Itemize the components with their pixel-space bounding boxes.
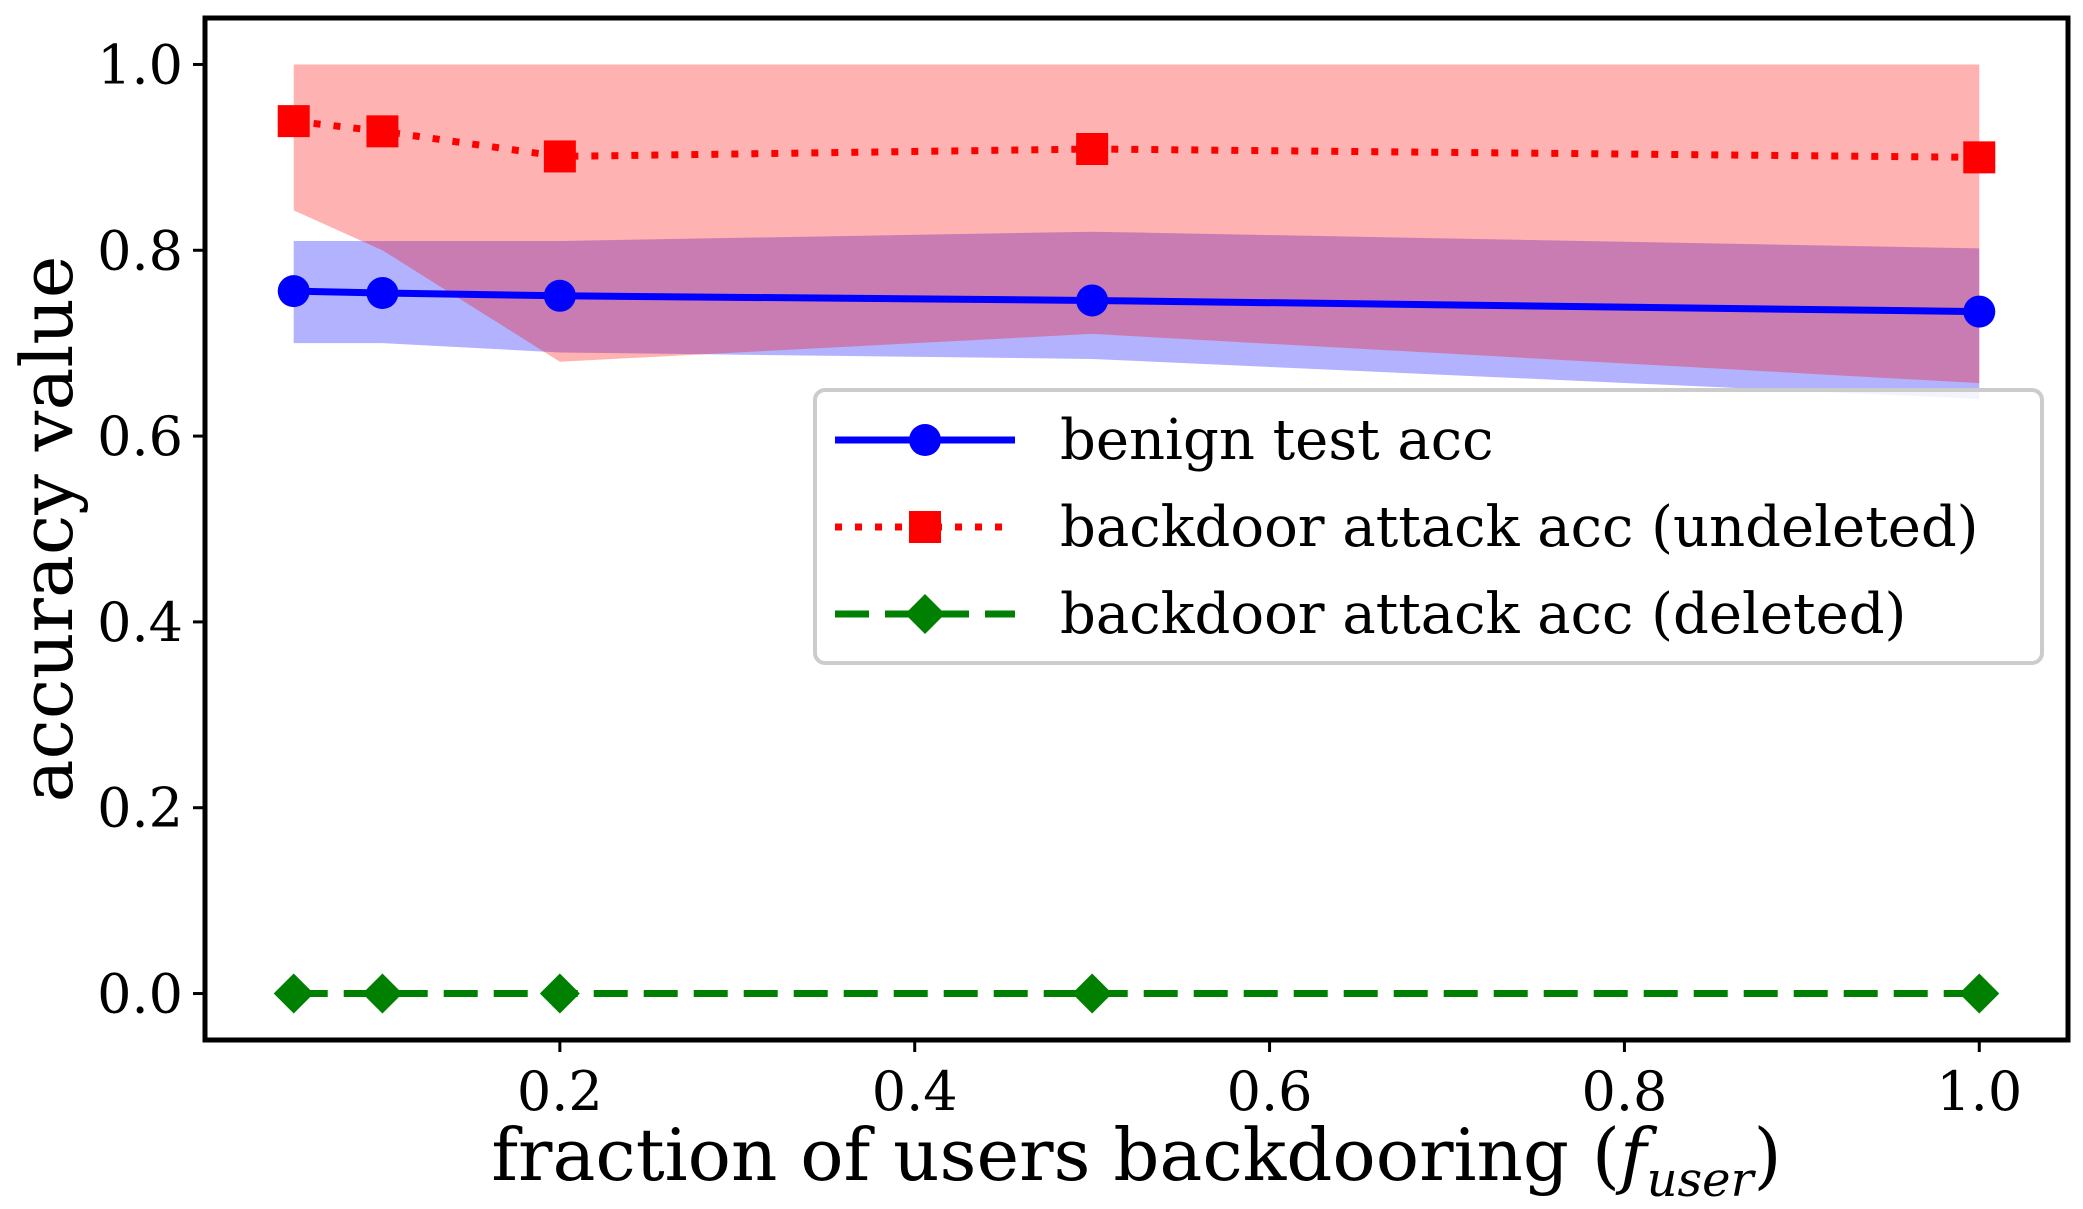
y-tick-label-5: 1.0 <box>97 33 183 96</box>
data-point-1-3 <box>1076 133 1109 166</box>
y-tick-label-2: 0.4 <box>97 591 183 654</box>
legend-marker-0 <box>909 424 941 456</box>
x-tick-label-0: 0.2 <box>517 1060 603 1123</box>
data-point-0-2 <box>543 279 576 312</box>
data-point-2-4 <box>1959 973 2000 1014</box>
legend-label-2: backdoor attack acc (deleted) <box>1060 582 1906 647</box>
axes: 0.0 0.2 0.4 0.6 0.8 1.0 0.2 0.4 0.6 0.8 1.0 <box>97 15 2071 1123</box>
data-point-1-4 <box>1963 141 1996 174</box>
data-point-1-1 <box>366 115 399 148</box>
x-tick-label-3: 0.8 <box>1581 1060 1667 1123</box>
legend-marker-1 <box>909 511 941 543</box>
x-axis-label-subscript: user <box>1647 1152 1757 1208</box>
x-axis-label-text: fraction of users backdooring ( <box>491 1113 1620 1197</box>
x-tick-label-4: 1.0 <box>1936 1060 2022 1123</box>
data-point-0-3 <box>1076 284 1109 317</box>
data-point-1-0 <box>277 105 310 138</box>
plot-frame <box>202 15 2071 1043</box>
y-tick-label-4: 0.8 <box>97 219 183 282</box>
y-tick-label-1: 0.2 <box>97 777 183 840</box>
x-axis-label-close: ) <box>1754 1113 1782 1197</box>
legend-frame <box>813 388 2044 665</box>
legend-label-0: benign test acc <box>1060 408 1493 473</box>
data-point-2-2 <box>539 973 580 1014</box>
data-point-0-1 <box>366 277 399 310</box>
series-markers <box>273 105 2000 1014</box>
data-point-0-4 <box>1963 295 1996 328</box>
y-tick-label-0: 0.0 <box>97 963 183 1026</box>
band-0 <box>293 231 1980 399</box>
x-tick-label-1: 0.4 <box>872 1060 958 1123</box>
legend-label-1: backdoor attack acc (undeleted) <box>1060 495 1979 560</box>
y-axis-label: accuracy value <box>5 256 89 803</box>
data-point-0-0 <box>277 275 310 308</box>
legend: benign test acc backdoor attack acc (unde… <box>813 388 2044 665</box>
data-point-1-2 <box>543 140 576 173</box>
x-tick-label-2: 0.6 <box>1227 1060 1313 1123</box>
x-axis-label: fraction of users backdooring (fuser) <box>491 1113 1781 1208</box>
data-point-2-1 <box>362 973 403 1014</box>
legend-marker-2 <box>905 594 945 634</box>
band-1 <box>293 64 1980 384</box>
confidence-bands <box>293 64 1980 399</box>
data-point-2-0 <box>273 973 314 1014</box>
data-point-2-3 <box>1072 973 1113 1014</box>
y-tick-label-3: 0.6 <box>97 405 183 468</box>
